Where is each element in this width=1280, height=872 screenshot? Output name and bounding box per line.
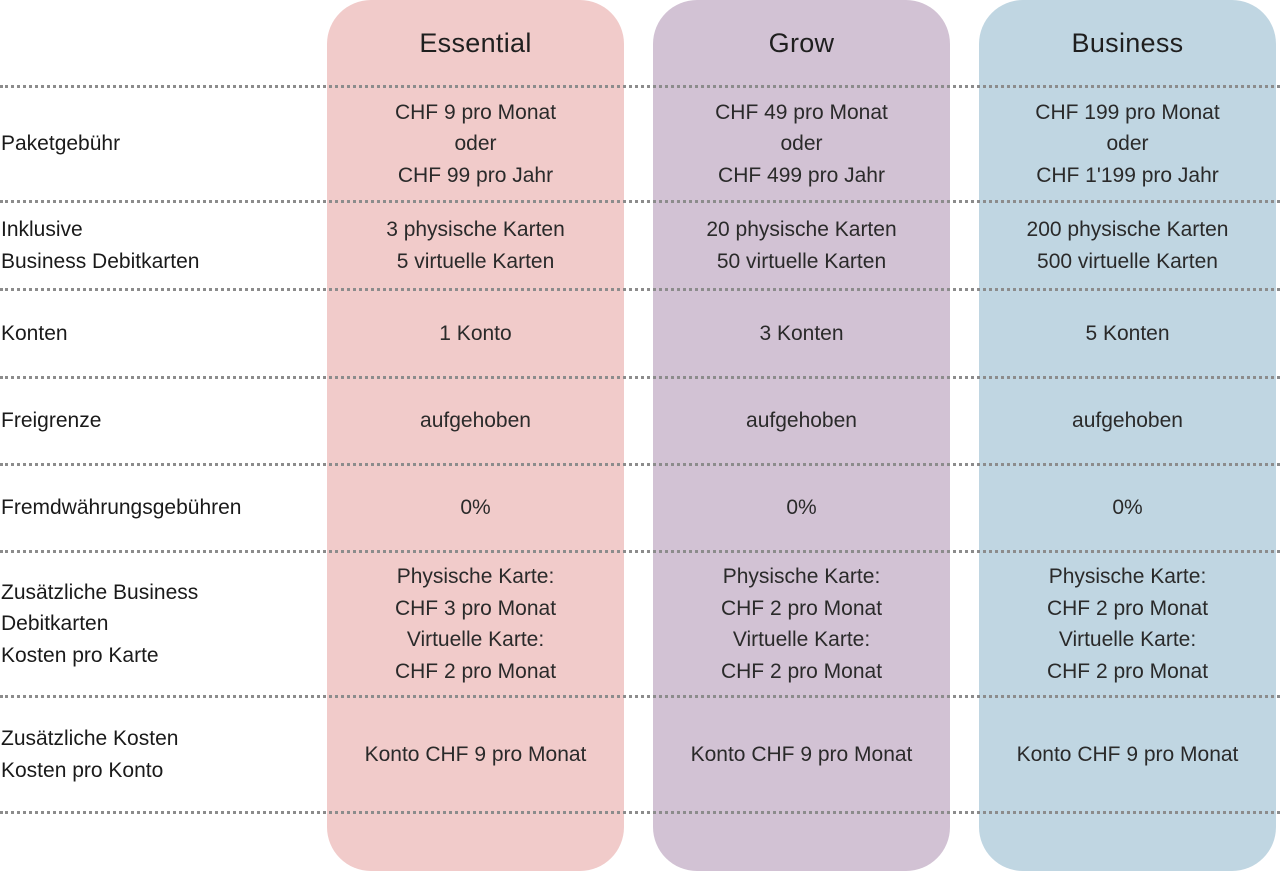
cell-essential-debitkarten: 3 physische Karten 5 virtuelle Karten	[386, 218, 565, 273]
cell-essential-zusaetzliche-karten: Physische Karte: CHF 3 pro Monat Virtuel…	[394, 565, 557, 683]
cell-business-konten: 5 Konten	[1085, 321, 1170, 345]
grow-plan-column	[653, 0, 950, 871]
row-label-freigrenze: Freigrenze	[1, 409, 102, 433]
cell-grow-konten: 3 Konten	[759, 321, 844, 345]
row-divider	[0, 550, 1280, 553]
plan-title-grow: Grow	[768, 27, 835, 58]
cell-business-paketgebuehr: CHF 199 pro Monat oder CHF 1'199 pro Jah…	[1035, 100, 1220, 187]
cell-grow-debitkarten: 20 physische Karten 50 virtuelle Karten	[706, 218, 897, 273]
business-plan-column	[979, 0, 1276, 871]
cell-essential-paketgebuehr: CHF 9 pro Monat oder CHF 99 pro Jahr	[394, 100, 557, 187]
row-label-fremdwaehrungsgebuehren: Fremdwährungsgebühren	[1, 496, 242, 520]
row-divider	[0, 85, 1280, 88]
cell-business-freigrenze: aufgehoben	[1072, 409, 1183, 433]
cell-essential-freigrenze: aufgehoben	[420, 409, 531, 433]
cell-business-fremdwaehrung: 0%	[1112, 496, 1143, 520]
cell-grow-fremdwaehrung: 0%	[786, 496, 817, 520]
row-label-inklusive-debitkarten: Inklusive Business Debitkarten	[1, 218, 200, 273]
cell-grow-freigrenze: aufgehoben	[746, 409, 857, 433]
cell-essential-konten: 1 Konto	[439, 321, 512, 345]
row-label-zusaetzliche-kosten: Zusätzliche Kosten Kosten pro Konto	[1, 727, 179, 782]
cell-grow-paketgebuehr: CHF 49 pro Monat oder CHF 499 pro Jahr	[715, 100, 888, 187]
row-divider	[0, 288, 1280, 291]
row-divider	[0, 463, 1280, 466]
row-label-konten: Konten	[1, 321, 68, 345]
row-label-zusaetzliche-debitkarten: Zusätzliche Business Debitkarten Kosten …	[1, 580, 199, 667]
plan-title-essential: Essential	[419, 27, 532, 58]
cell-business-debitkarten: 200 physische Karten 500 virtuelle Karte…	[1026, 218, 1229, 273]
essential-plan-column	[327, 0, 624, 871]
cell-business-zusaetzliche-karten: Physische Karte: CHF 2 pro Monat Virtuel…	[1046, 565, 1209, 683]
plan-title-business: Business	[1071, 27, 1184, 58]
cell-grow-zusaetzliche-karten: Physische Karte: CHF 2 pro Monat Virtuel…	[720, 565, 883, 683]
cell-essential-fremdwaehrung: 0%	[460, 496, 491, 520]
row-divider	[0, 811, 1280, 814]
cell-business-zusaetzliche-kosten: Konto CHF 9 pro Monat	[1016, 742, 1239, 766]
row-divider	[0, 200, 1280, 203]
row-divider	[0, 695, 1280, 698]
cell-essential-zusaetzliche-kosten: Konto CHF 9 pro Monat	[364, 742, 587, 766]
row-label-paketgebuehr: Paketgebühr	[1, 132, 121, 156]
row-divider	[0, 376, 1280, 379]
cell-grow-zusaetzliche-kosten: Konto CHF 9 pro Monat	[690, 742, 913, 766]
